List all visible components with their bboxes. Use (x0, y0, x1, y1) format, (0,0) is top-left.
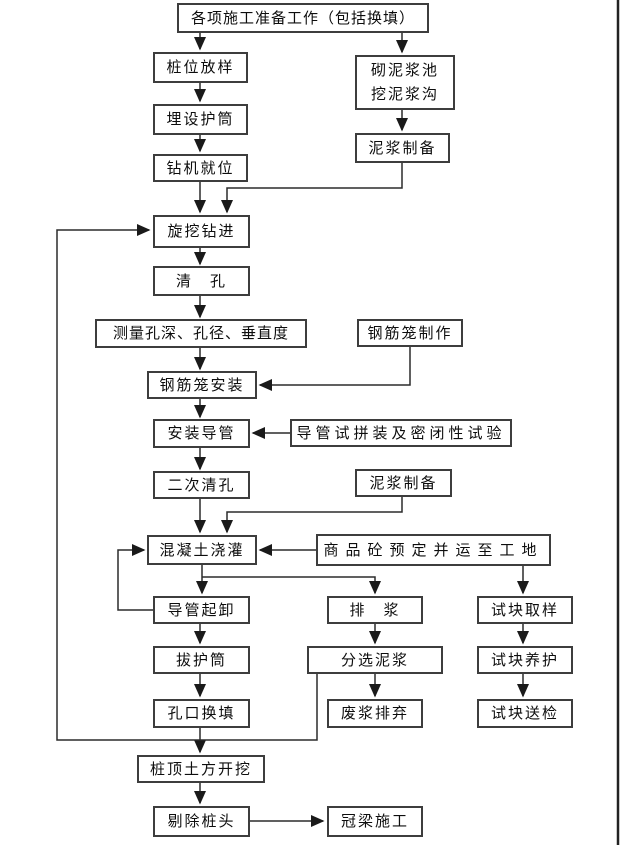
node-hole-backfill: 孔口换填 (153, 699, 250, 728)
node-concrete-order: 商品砼预定并运至工地 (316, 534, 551, 566)
node-test-cure: 试块养护 (477, 646, 573, 674)
node-mud-pool-line1: 砌泥浆池 (370, 62, 439, 80)
node-pull-casing: 拔护筒 (153, 646, 250, 674)
node-remove-head: 剔除桩头 (153, 806, 250, 837)
node-sort-mud: 分选泥浆 (307, 646, 443, 674)
node-drain-slurry: 排 浆 (327, 596, 423, 624)
node-clean-hole: 清 孔 (153, 266, 250, 296)
node-prep: 各项施工准备工作（包括换填） (177, 3, 429, 33)
node-cage-make: 钢筋笼制作 (357, 319, 463, 347)
node-test-sample: 试块取样 (477, 596, 573, 624)
node-rotary-drill: 旋挖钻进 (153, 215, 250, 248)
node-mud-prep1: 泥浆制备 (355, 133, 450, 163)
node-mud-pool: 砌泥浆池 挖泥浆沟 (355, 55, 455, 110)
node-crown-beam: 冠梁施工 (327, 806, 423, 837)
node-install-conduit: 安装导管 (153, 419, 250, 448)
node-pile-layout: 桩位放样 (153, 52, 248, 83)
node-second-clean: 二次清孔 (153, 471, 250, 499)
node-waste-disposal: 废浆排弃 (327, 699, 423, 728)
node-conduit-test: 导管试拼装及密闭性试验 (290, 419, 512, 447)
edge-mud-prep1-rotary (221, 163, 403, 214)
node-rig-position: 钻机就位 (153, 154, 248, 182)
node-bury-casing: 埋设护筒 (153, 104, 248, 135)
edge-conduit-remove-pour-loop (117, 544, 153, 611)
edge-pour-drain-slurry (202, 576, 381, 595)
node-mud-prep2: 泥浆制备 (355, 469, 452, 497)
node-mud-pool-line2: 挖泥浆沟 (370, 85, 439, 103)
node-conduit-remove: 导管起卸 (153, 596, 250, 624)
node-concrete-pour: 混凝土浇灌 (147, 535, 257, 565)
edge-cage-make-cage-install (258, 347, 411, 391)
edge-recycle-to-rotary (56, 224, 318, 741)
edge-mud-prep2-pour (221, 497, 403, 534)
node-excavate: 桩顶土方开挖 (137, 755, 265, 783)
node-cage-install: 钢筋笼安装 (147, 371, 257, 399)
node-test-inspect: 试块送检 (477, 699, 573, 728)
node-measure: 测量孔深、孔径、垂直度 (95, 319, 307, 348)
